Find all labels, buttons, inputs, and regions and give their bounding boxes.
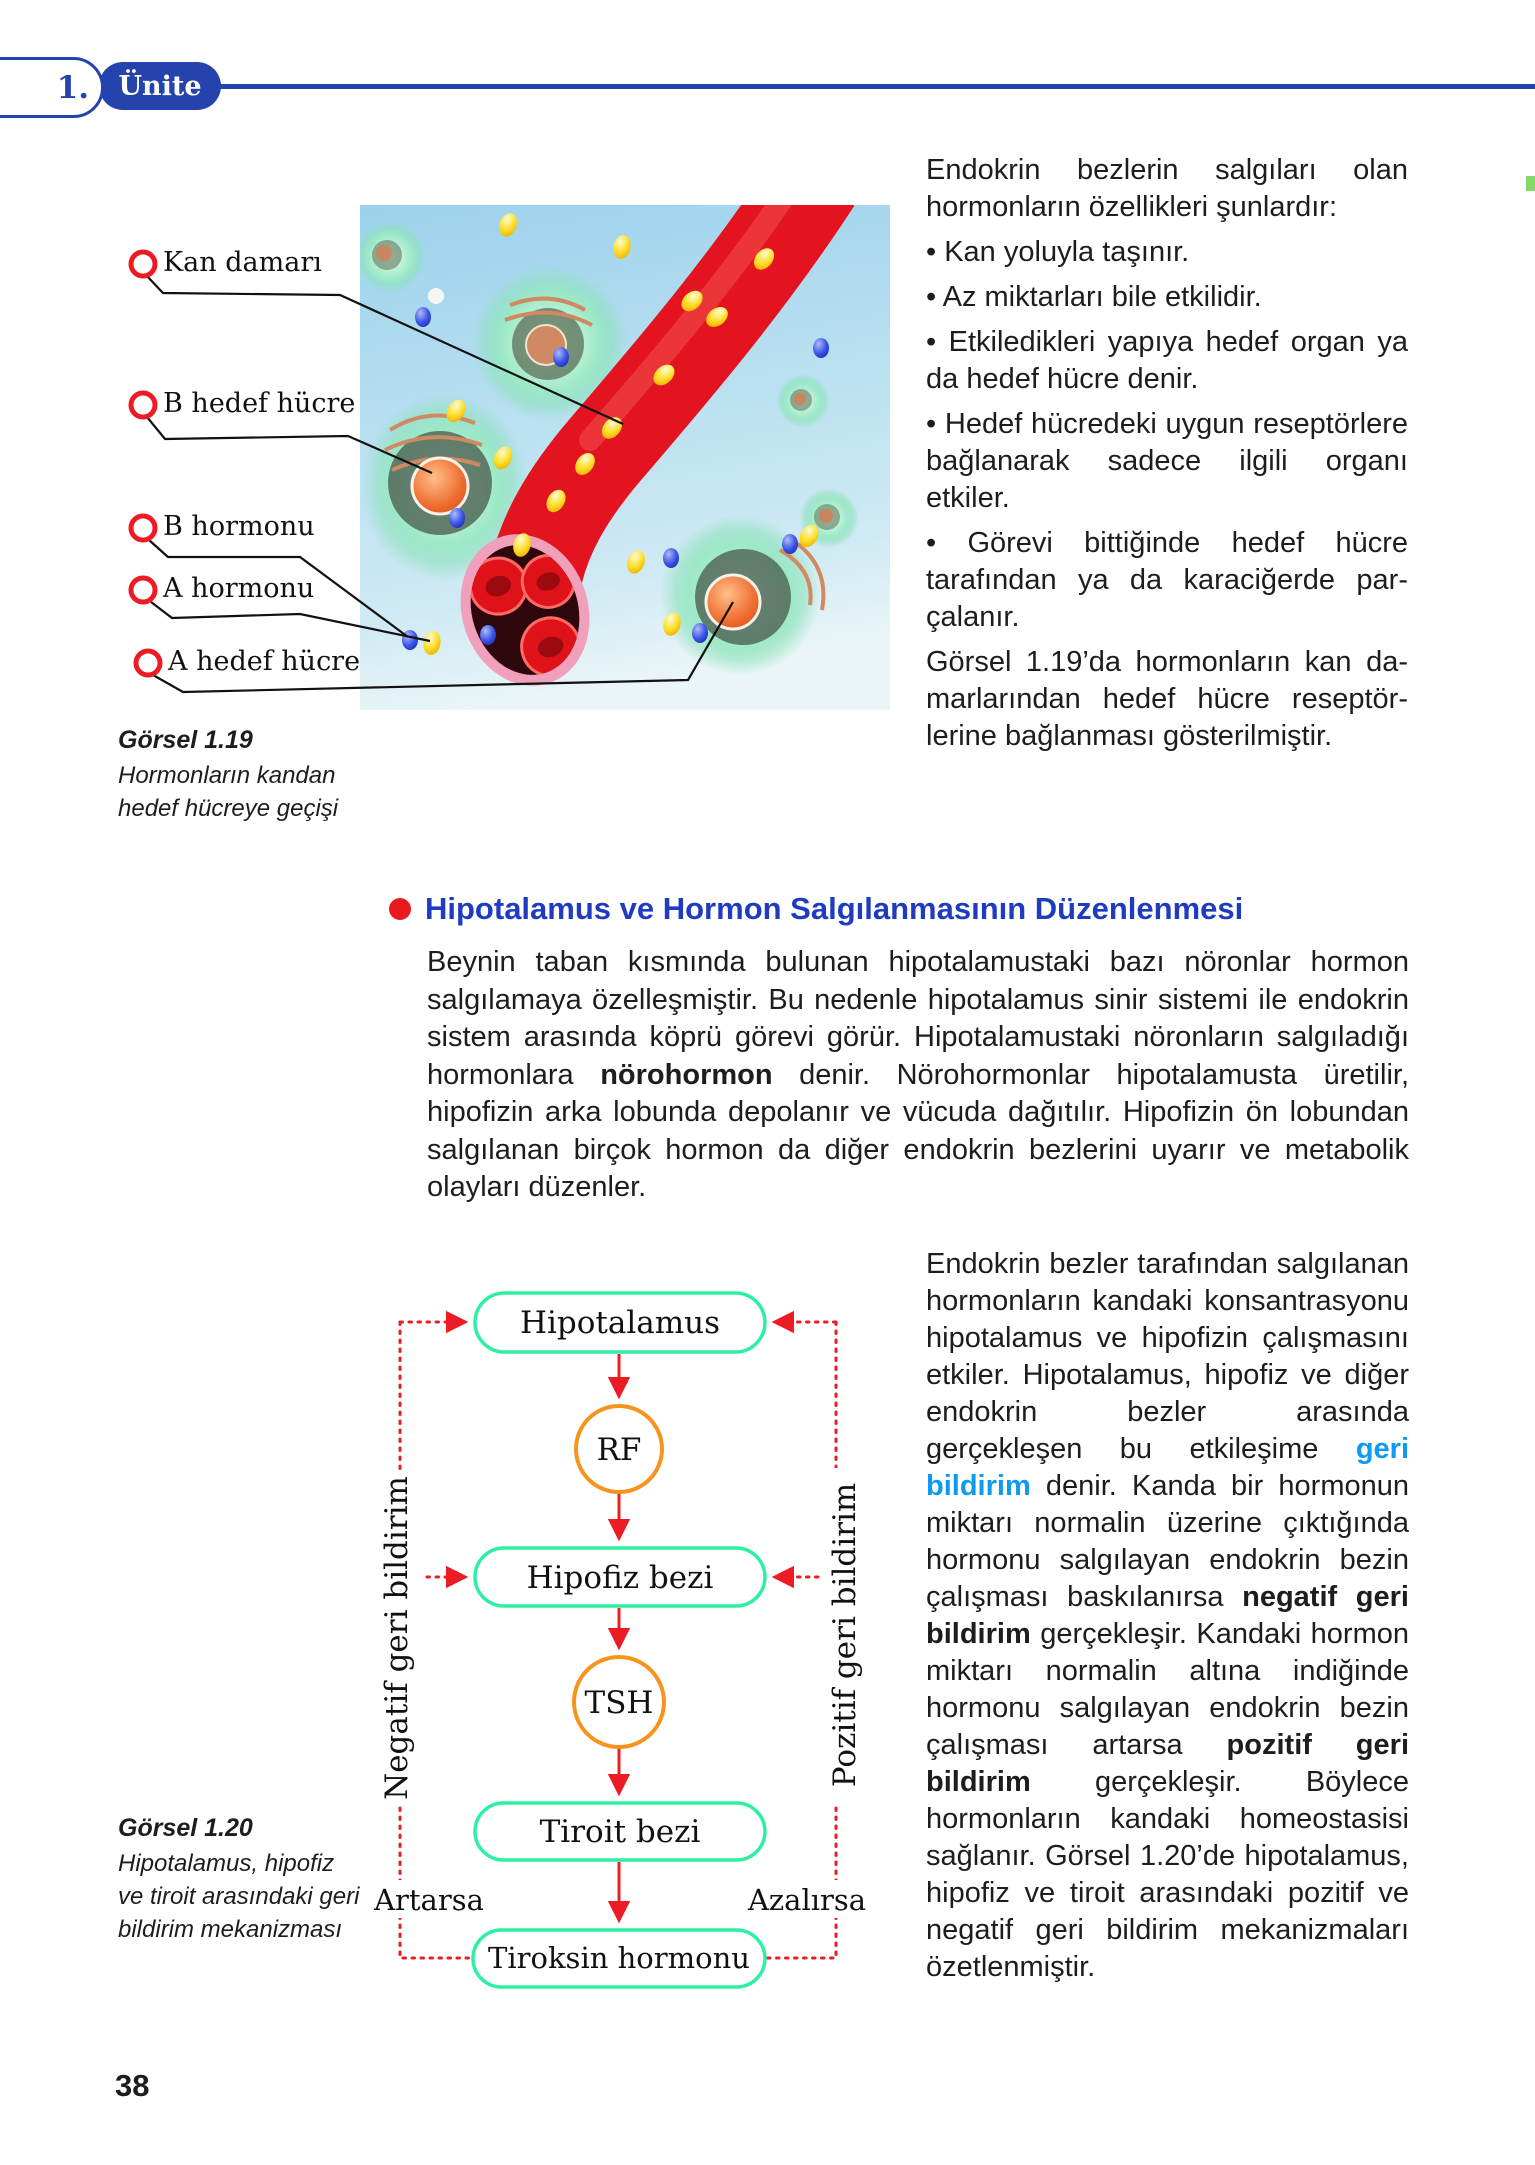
feedback-column: Endokrin bezler tarafından salgıla­nan h…: [926, 1246, 1409, 1986]
label-marker-icons: [128, 249, 163, 678]
caption-text: Hipotalamus, hipofiz ve tiroit arasındak…: [118, 1850, 360, 1943]
node-tiroit-bezi-label: Tiroit bezi: [540, 1814, 701, 1850]
figure-label-a-hedef-hucre: A hedef hücre: [168, 646, 361, 677]
figure-label-kan-damari: Kan damarı: [163, 247, 322, 278]
label-marker-icon: [128, 390, 158, 420]
page-number: 38: [115, 2068, 150, 2103]
figure-1-19-caption: Görsel 1.19 Hormonların kandan hedef hüc…: [118, 724, 368, 825]
node-tiroksin-hormonu: [471, 1928, 767, 1989]
figure-label-a-hormonu: A hormonu: [163, 573, 315, 604]
label-marker-icon: [128, 249, 158, 279]
node-tsh-label: TSH: [585, 1685, 654, 1721]
node-hipotalamus-label: Hipotalamus: [520, 1305, 720, 1341]
unit-number: 1.: [56, 69, 89, 106]
label-marker-icon: [133, 648, 163, 678]
condition-artarsa: Artarsa: [373, 1883, 484, 1917]
feedback-paragraph: Endokrin bezler tarafından salgıla­nan h…: [926, 1248, 1409, 1983]
unit-number-pill: 1.: [0, 57, 104, 118]
a-target-cell-nucleus: [704, 573, 762, 631]
bullet-item: • Az miktarları bile etkilidir.: [926, 281, 1262, 313]
node-rf-label: RF: [597, 1432, 642, 1468]
node-tiroksin-hormonu-label: Tiroksin hormonu: [488, 1941, 750, 1975]
caption-title: Görsel 1.19: [118, 726, 253, 754]
flowchart-nodes: Hipotalamus RF Hipofiz bezi TSH Tiroit b…: [471, 1291, 767, 1989]
heading-bullet-icon: [389, 898, 411, 920]
unit-label: Ünite: [118, 70, 202, 102]
label-masks: [371, 1468, 871, 1918]
unit-label-pill: Ünite: [99, 62, 221, 110]
label-marker-icon: [128, 575, 158, 605]
figure-1-20-caption: Görsel 1.20 Hipotalamus, hipofiz ve tiro…: [118, 1812, 363, 1946]
negative-feedback-label: Negatif geri bildirim: [379, 1476, 415, 1800]
condition-azalirsa: Azalırsa: [747, 1883, 866, 1917]
caption-text: Hormonların kandan hedef hücreye geçişi: [118, 762, 339, 822]
section-title: Hipotalamus ve Hormon Salgılanmasının Dü…: [425, 891, 1244, 926]
section-heading: Hipotalamus ve Hormon Salgılanmasının Dü…: [389, 891, 1419, 927]
section-paragraph: Beynin taban kısmında bulunan hipotalamu…: [427, 946, 1409, 1203]
node-tsh: [572, 1655, 666, 1749]
hormone-molecules: [402, 213, 829, 655]
positive-feedback-label: Pozitif geri bildirim: [827, 1483, 863, 1788]
node-tiroit-bezi: [473, 1801, 767, 1862]
closing-paragraph: Görsel 1.19’da hormonların kan da­marlar…: [926, 646, 1408, 752]
node-hipofiz-bezi-label: Hipofiz bezi: [527, 1560, 714, 1596]
node-rf: [574, 1404, 664, 1494]
page-edge-tab: [1526, 176, 1535, 191]
node-hipotalamus: [473, 1291, 767, 1354]
label-marker-icon: [128, 513, 158, 543]
bullet-item: • Hedef hücredeki uygun reseptör­lere ba…: [926, 408, 1408, 514]
node-hipofiz-bezi: [473, 1546, 767, 1608]
b-target-cell-nucleus: [410, 456, 470, 516]
bullet-item: • Etkiledikleri yapıya hedef organ ya da…: [926, 326, 1408, 395]
header-rule: [214, 84, 1535, 89]
figure-label-b-hormonu: B hormonu: [163, 511, 315, 542]
blood-vessel-illustration: [360, 205, 890, 710]
hormone-properties-column: Endokrin bezlerin salgıları olan hormonl…: [926, 152, 1408, 755]
caption-title: Görsel 1.20: [118, 1814, 253, 1842]
feedback-flowchart: Negatif geri bildirim Pozitif geri bildi…: [371, 1291, 871, 1989]
lead-paragraph: Endokrin bezlerin salgıları olan hormonl…: [926, 154, 1408, 223]
bullet-item: • Kan yoluyla taşınır.: [926, 236, 1190, 268]
figure-label-b-hedef-hucre: B hedef hücre: [163, 388, 356, 419]
bullet-item: • Görevi bittiğinde hedef hücre tarafınd…: [926, 527, 1408, 633]
